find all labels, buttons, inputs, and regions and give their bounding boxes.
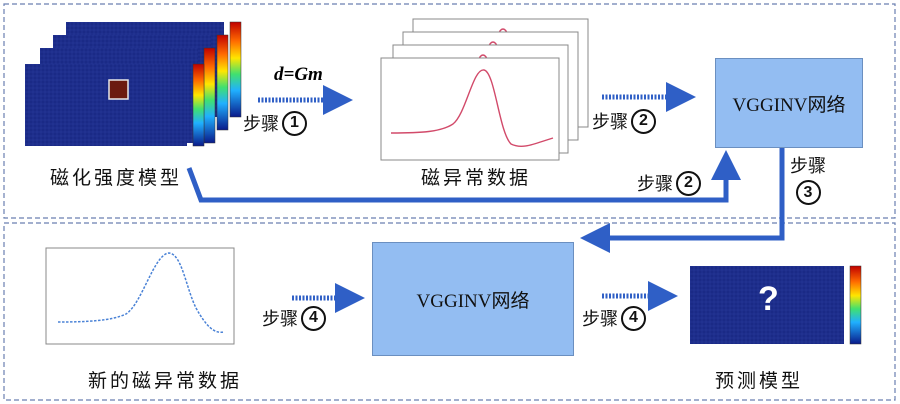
caption-predicted-model: 预测模型 — [715, 370, 804, 392]
step-word: 步骤 — [637, 174, 673, 195]
step-word: 步骤 — [592, 112, 628, 133]
step4-label-left: 步骤 4 — [262, 305, 326, 331]
anomaly-block — [108, 79, 129, 100]
caption-magnetic-data: 磁异常数据 — [421, 167, 532, 189]
step3-label: 步骤 3 — [790, 152, 826, 205]
vgginv-network-box-lower: VGGINV网络 — [372, 242, 574, 356]
step3-arrow — [580, 148, 785, 253]
step1-label: 步骤 1 — [243, 110, 307, 136]
vgginv-network-box-upper: VGGINV网络 — [715, 58, 863, 148]
step4-label-right: 步骤 4 — [582, 305, 646, 331]
step2-label-upper: 步骤 2 — [592, 108, 656, 134]
step-number-circle: 4 — [301, 305, 326, 331]
new-anomaly-curve — [57, 252, 225, 334]
unknown-mark: ? — [758, 280, 779, 318]
bottom-panel — [3, 222, 896, 401]
magnetic-data-stack — [380, 18, 589, 161]
forward-equation: d=Gm — [274, 64, 323, 85]
step-word: 步骤 — [582, 309, 618, 330]
step-word: 步骤 — [243, 114, 279, 135]
magnetic-anomaly-curve — [390, 69, 554, 147]
step2-arrow-routed — [186, 150, 741, 203]
predicted-model — [690, 265, 862, 345]
magnetization-model-stack — [25, 21, 242, 147]
caption-magnetization-model: 磁化强度模型 — [50, 167, 183, 189]
step-number-circle: 2 — [676, 170, 701, 196]
step2-label-lower: 步骤 2 — [637, 170, 701, 196]
new-magnetic-data-plot — [45, 247, 235, 345]
step-number-circle: 3 — [795, 180, 821, 205]
step-number-circle: 1 — [282, 110, 307, 136]
step-number-circle: 4 — [621, 305, 646, 331]
step-number-circle: 2 — [631, 108, 656, 134]
step-word: 步骤 — [790, 156, 826, 177]
caption-new-magnetic-data: 新的磁异常数据 — [88, 370, 243, 392]
step-word: 步骤 — [262, 309, 298, 330]
